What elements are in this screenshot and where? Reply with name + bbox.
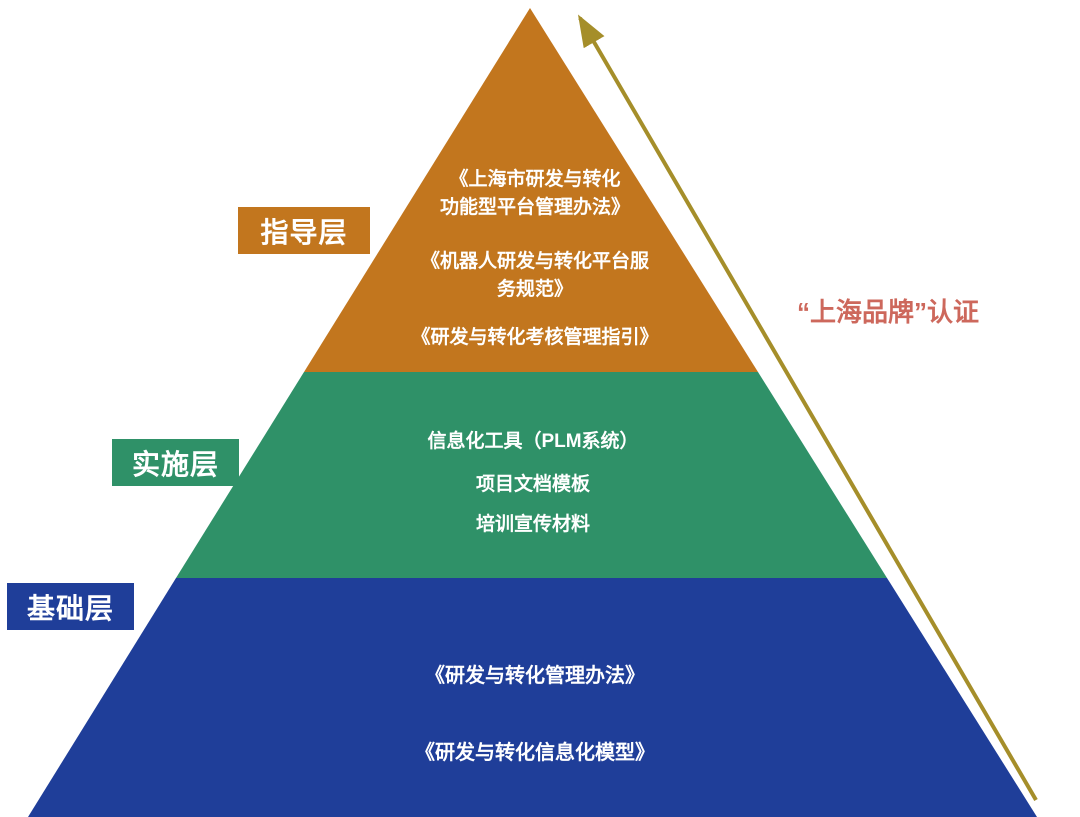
foundation-layer-label: 基础层	[7, 583, 134, 630]
guidance-layer-label: 指导层	[238, 207, 370, 254]
certification-label: “上海品牌”认证	[797, 297, 980, 327]
implementation-layer-label: 实施层	[112, 439, 239, 486]
guidance-layer-shape	[304, 8, 758, 372]
certification-arrow	[577, 14, 1038, 802]
implementation-layer-shape	[176, 372, 887, 578]
foundation-layer-shape	[28, 578, 1037, 817]
guidance-item-2: 《机器人研发与转化平台服 务规范》	[420, 251, 650, 300]
foundation-item-2: 《研发与转化信息化模型》	[415, 742, 655, 764]
foundation-item-1: 《研发与转化管理办法》	[425, 665, 645, 687]
implementation-item-1: 信息化工具（PLM系统）	[427, 431, 639, 452]
guidance-item-1: 《上海市研发与转化 功能型平台管理办法》	[439, 169, 631, 218]
implementation-item-3: 培训宣传材料	[475, 514, 591, 535]
guidance-item-3: 《研发与转化考核管理指引》	[411, 327, 659, 348]
implementation-item-2: 项目文档模板	[475, 474, 591, 495]
